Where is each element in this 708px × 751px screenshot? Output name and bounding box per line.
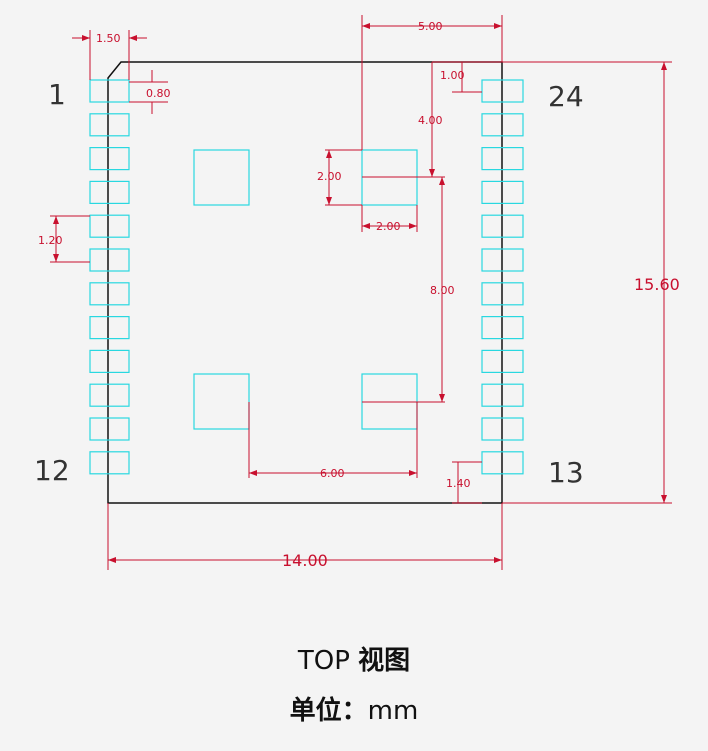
right-pad-column (481, 79, 524, 475)
right-pad-9 (481, 349, 524, 373)
pin-label-12: 12 (34, 454, 70, 487)
pin-label-1: 1 (48, 78, 66, 111)
dim-overall-height: 15.60 (634, 275, 680, 294)
left-pad-7 (89, 282, 130, 306)
right-pad-6 (481, 248, 524, 272)
left-pad-8 (89, 316, 130, 340)
left-pad-12 (89, 451, 130, 475)
unit-caption: 单位：mm (0, 690, 708, 727)
left-pad-11 (89, 417, 130, 441)
dim-overall-width: 14.00 (282, 551, 328, 570)
left-pad-2 (89, 113, 130, 137)
dim-inner-vertical-span: 8.00 (430, 284, 455, 297)
left-pad-3 (89, 147, 130, 171)
left-pad-1 (89, 79, 130, 103)
left-pad-column (89, 79, 130, 475)
left-pad-5 (89, 214, 130, 238)
view-caption-prefix: TOP (297, 646, 350, 676)
right-pad-1 (481, 79, 524, 103)
dim-pad-pitch: 1.20 (38, 234, 63, 247)
view-caption-cn: 视图 (358, 646, 411, 676)
unit-caption-value: mm (367, 696, 419, 726)
right-pad-5 (481, 214, 524, 238)
right-pad-3 (481, 147, 524, 171)
pin-label-24: 24 (548, 80, 584, 113)
dim-inner-span-top: 5.00 (418, 20, 443, 33)
unit-caption-cn: 单位： (289, 696, 368, 726)
inner-pads (193, 149, 418, 430)
right-pad-11 (481, 417, 524, 441)
dim-pad-width: 0.80 (146, 87, 171, 100)
right-pad-2 (481, 113, 524, 137)
dim-right-pad-offset: 1.00 (440, 69, 465, 82)
dimension-arrows (53, 23, 667, 563)
dim-pad-inset-bottom: 1.40 (446, 477, 471, 490)
pin-label-13: 13 (548, 456, 584, 489)
right-pad-4 (481, 180, 524, 204)
left-pad-9 (89, 349, 130, 373)
left-pad-4 (89, 180, 130, 204)
right-pad-7 (481, 282, 524, 306)
left-pad-10 (89, 383, 130, 407)
right-pad-12 (481, 451, 524, 475)
dim-inner-pad-w: 2.00 (376, 220, 401, 233)
inner-pad-bottom-left (193, 373, 250, 430)
dim-pad-pitch-top: 1.50 (96, 32, 121, 45)
right-pad-8 (481, 316, 524, 340)
view-caption: TOP 视图 (0, 640, 708, 677)
dim-inner-horizontal-span: 6.00 (320, 467, 345, 480)
dim-inner-offset-top: 4.00 (418, 114, 443, 127)
right-pad-10 (481, 383, 524, 407)
dim-inner-pad-h: 2.00 (317, 170, 342, 183)
left-pad-6 (89, 248, 130, 272)
dimension-lines (50, 15, 672, 570)
inner-pad-top-left (193, 149, 250, 206)
module-outline (107, 61, 503, 504)
